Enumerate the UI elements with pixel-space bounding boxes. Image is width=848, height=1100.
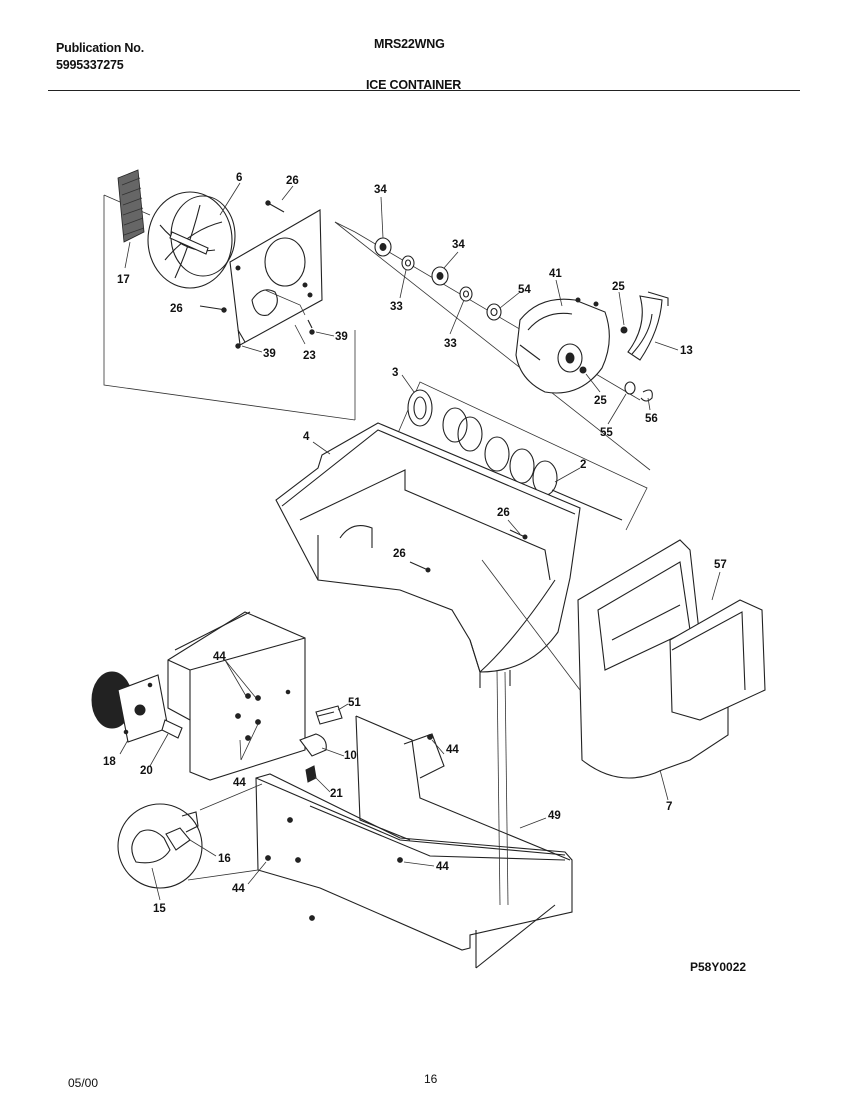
callout-44: 44 [446, 744, 459, 756]
callout-labels: 6 26 34 34 17 41 25 54 26 33 33 39 39 23… [103, 172, 727, 915]
callout-17: 17 [117, 274, 130, 286]
auger-coil [394, 381, 648, 531]
callout-13: 13 [680, 345, 693, 357]
callout-44: 44 [436, 861, 449, 873]
housing-frame [255, 669, 573, 969]
callout-34: 34 [452, 239, 465, 251]
callout-41: 41 [549, 268, 562, 280]
callout-7: 7 [666, 801, 672, 813]
callout-44: 44 [213, 651, 226, 663]
callout-44: 44 [232, 883, 245, 895]
callout-3: 3 [392, 367, 398, 379]
page-number: 16 [424, 1072, 438, 1086]
model-number: MRS22WNG [374, 37, 445, 51]
callout-4: 4 [303, 431, 310, 443]
callout-54: 54 [518, 284, 531, 296]
callout-25: 25 [612, 281, 625, 293]
callout-10: 10 [344, 750, 357, 762]
auger-drive-assembly [334, 221, 669, 402]
callout-51: 51 [348, 697, 361, 709]
header-rule [48, 90, 800, 91]
diagram-code: P58Y0022 [690, 960, 747, 974]
callout-34: 34 [374, 184, 387, 196]
callout-39: 39 [335, 331, 348, 343]
callout-26: 26 [170, 303, 183, 315]
publication-number: 5995337275 [56, 58, 124, 72]
callout-20: 20 [140, 765, 153, 777]
motor-housing [91, 611, 306, 781]
callout-26: 26 [286, 175, 299, 187]
callout-55: 55 [600, 427, 613, 439]
callout-15: 15 [153, 903, 166, 915]
callout-6: 6 [236, 172, 242, 184]
ice-door-chute [481, 539, 766, 779]
callout-39: 39 [263, 348, 276, 360]
callout-56: 56 [645, 413, 658, 425]
callout-49: 49 [548, 810, 561, 822]
callout-16: 16 [218, 853, 231, 865]
publication-label: Publication No. [56, 41, 144, 55]
callout-44: 44 [233, 777, 246, 789]
fan-assembly [103, 169, 651, 471]
callout-26: 26 [393, 548, 406, 560]
callout-25: 25 [594, 395, 607, 407]
leader-lines [119, 182, 721, 901]
page-title: ICE CONTAINER [366, 78, 462, 92]
callout-21: 21 [330, 788, 343, 800]
ice-container-bin [275, 422, 581, 688]
callout-2: 2 [580, 459, 586, 471]
callout-23: 23 [303, 350, 316, 362]
callout-26: 26 [497, 507, 510, 519]
callout-33: 33 [390, 301, 403, 313]
callout-33: 33 [444, 338, 457, 350]
callout-18: 18 [103, 756, 116, 768]
callout-57: 57 [714, 559, 727, 571]
publication-date: 05/00 [68, 1076, 99, 1090]
switch-bracket [285, 689, 343, 783]
light-bulb-detail [117, 783, 263, 889]
